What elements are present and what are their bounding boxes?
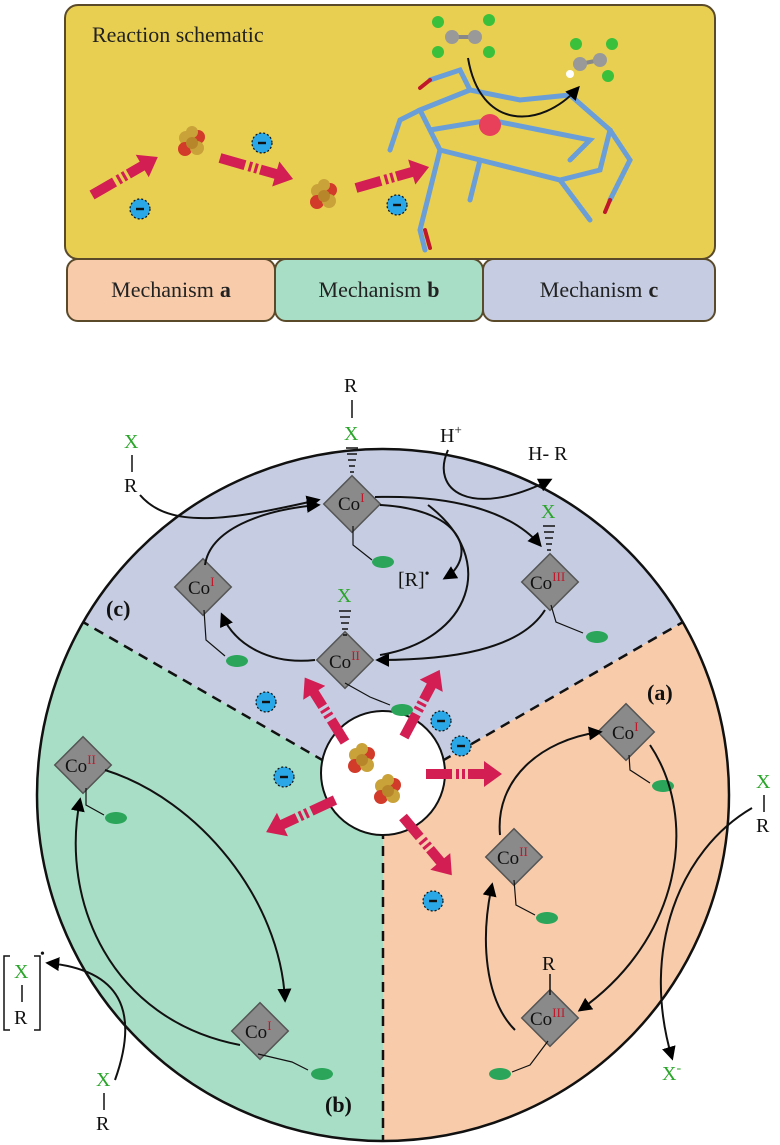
svg-text:CoII: CoII <box>329 648 360 673</box>
schematic-electron-2 <box>251 132 273 154</box>
schematic-arrow-3 <box>352 154 433 201</box>
a-cycle-top-to-bottom <box>577 744 678 1012</box>
c-substrate-x: X <box>124 431 139 453</box>
b-radical-bracket: X R • <box>3 947 45 1031</box>
svg-text:CoI: CoI <box>245 1018 272 1043</box>
a-cycle-bottom-to-middle <box>482 882 516 1031</box>
sector-c-background <box>83 449 683 795</box>
mechanism-b-letter: b <box>427 277 440 302</box>
svg-text:CoIII: CoIII <box>530 1005 565 1030</box>
cobalt-complex-c-bottom: CoII <box>315 630 413 716</box>
h-r-product: H- R <box>528 443 568 465</box>
schematic-cluster-2 <box>310 179 337 209</box>
cobalt-complex-c-right: CoIII <box>520 552 608 643</box>
c-right-x: X <box>541 501 556 523</box>
a-bottom-r: R <box>542 953 556 975</box>
cobalt-complex-c-top: CoI <box>322 474 394 568</box>
c-substrate-arrow <box>139 494 321 520</box>
c-substrate-r: R <box>124 475 138 497</box>
c-top-x: X <box>344 423 359 445</box>
svg-text:CoII: CoII <box>497 844 528 869</box>
schematic-arrow-1 <box>85 145 165 207</box>
c-cycle-left-to-top <box>204 498 321 566</box>
electron-a-upper <box>450 735 472 757</box>
svg-text:R: R <box>14 1007 28 1029</box>
mechanism-c-label: Mechanism <box>539 277 643 302</box>
a-cycle-middle-to-top <box>498 726 603 836</box>
tce-molecule <box>432 14 495 58</box>
b-substrate-x: X <box>96 1069 111 1091</box>
schematic-electron-1 <box>129 198 151 220</box>
b-substrate-arrow <box>45 957 127 1081</box>
svg-text:CoI: CoI <box>338 490 365 515</box>
svg-text:CoII: CoII <box>65 752 96 777</box>
c-cycle-bottom-to-left <box>220 612 316 662</box>
cobalt-complex-c-left: CoI <box>173 557 248 667</box>
schematic-cluster-1 <box>178 126 205 156</box>
a-substrate-r: R <box>756 815 770 837</box>
cobalamin-structure <box>387 66 633 253</box>
svg-text:CoIII: CoIII <box>530 569 565 594</box>
c-cycle-top-right <box>374 495 542 548</box>
schematic-electron-3 <box>386 194 408 216</box>
x-minus-label: X- <box>662 1061 681 1085</box>
b-cycle-bottom-to-top <box>70 797 241 1046</box>
c-cycle-right-to-bottom <box>375 609 546 667</box>
electron-b <box>273 766 295 788</box>
mechanism-a-label: Mechanism <box>111 277 214 302</box>
dechlorination-arrow <box>467 57 580 118</box>
h-plus-label: H+ <box>440 422 462 447</box>
electron-c-left <box>255 691 277 713</box>
mechanism-a-letter: a <box>219 277 231 302</box>
mechanism-b-label: Mechanism <box>318 277 422 302</box>
svg-text:X: X <box>14 961 29 983</box>
sector-c-label: (c) <box>106 596 130 621</box>
electron-a-lower <box>422 890 444 912</box>
cobalt-atom <box>479 114 501 136</box>
c-top-r: R <box>344 375 358 397</box>
c-cycle-inner-to-bottom <box>379 504 469 656</box>
c-h-plus-arrow <box>442 449 553 500</box>
mechanism-c-letter: c <box>648 277 659 302</box>
schematic-arrow-2 <box>216 145 297 192</box>
sector-b-label: (b) <box>325 1092 352 1117</box>
cobalt-complex-b-bottom: CoI <box>230 1001 333 1080</box>
svg-text:CoI: CoI <box>188 574 215 599</box>
c-bottom-x: X <box>337 585 352 607</box>
cobalt-complex-a-bottom: CoIII <box>489 988 580 1080</box>
reaction-schematic-title: Reaction schematic <box>92 22 264 47</box>
cobalt-complex-b-top: CoII <box>53 735 127 824</box>
cobalt-complex-a-middle: CoII <box>484 827 558 924</box>
tce-product-molecule <box>566 38 618 82</box>
b-substrate-r: R <box>96 1113 110 1135</box>
dashed-bond-c-bottom <box>339 610 351 636</box>
cobalamin-red-atoms <box>418 78 612 250</box>
b-cycle-top-to-bottom <box>104 769 292 1003</box>
electron-c-right <box>430 710 452 732</box>
sector-a-label: (a) <box>647 680 673 705</box>
a-substrate-x: X <box>756 771 771 793</box>
a-substrate-arrow <box>659 807 753 1061</box>
dashed-bond-c-right <box>543 525 555 551</box>
r-radical-label: [R]• <box>398 567 430 591</box>
dashed-bond-c-top <box>346 447 358 473</box>
svg-text:CoI: CoI <box>612 719 639 744</box>
svg-text:•: • <box>40 947 45 962</box>
